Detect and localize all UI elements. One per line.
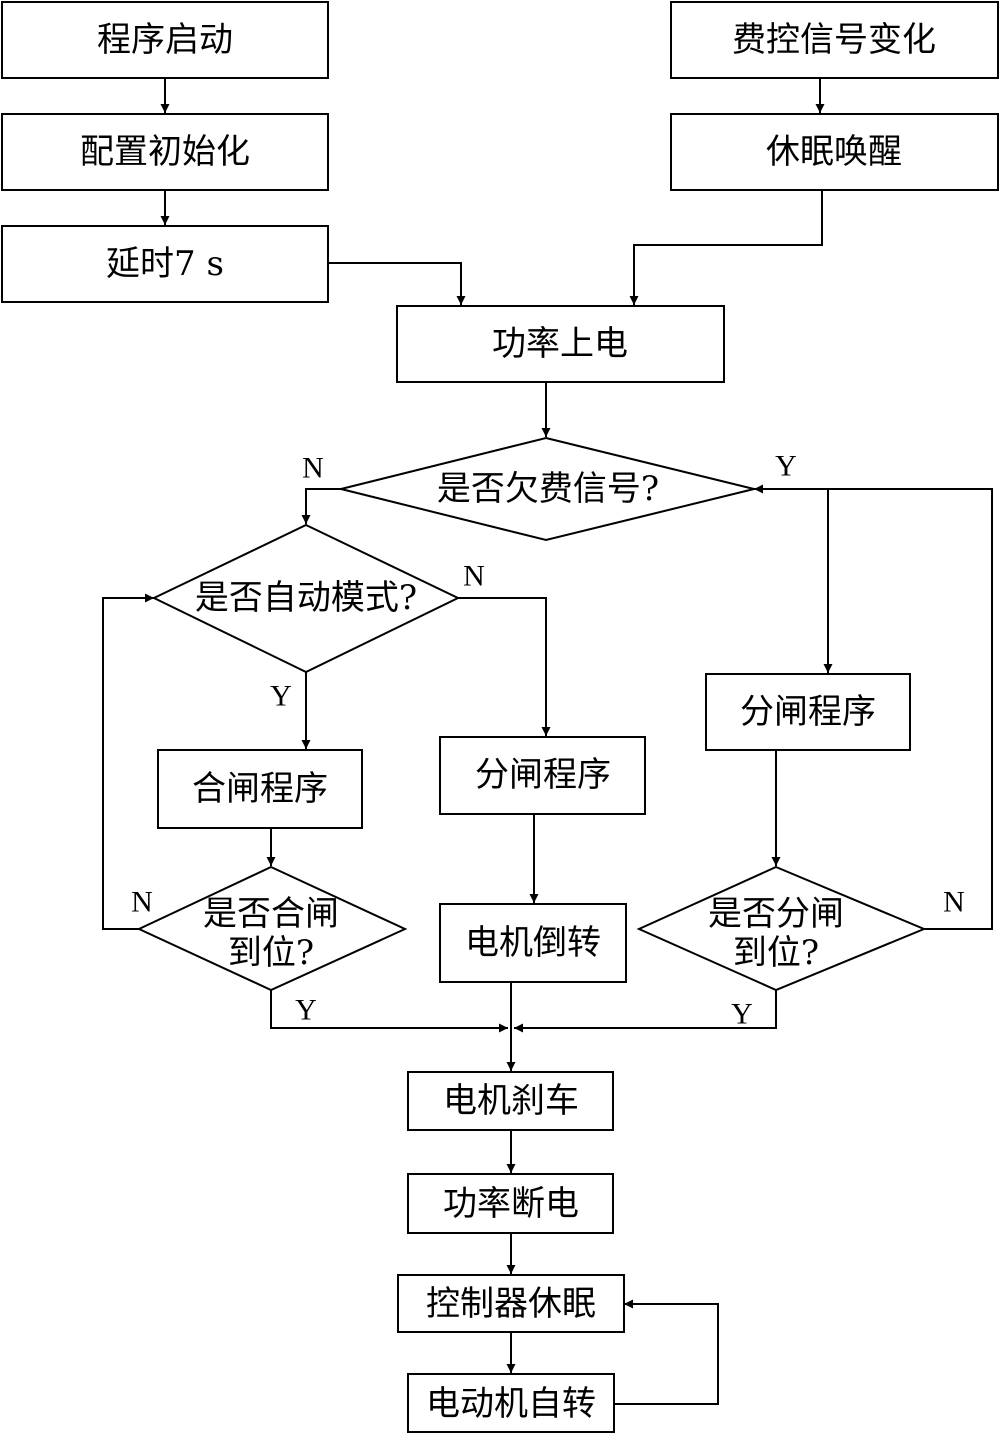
node-motor-reverse-label: 电机倒转 — [465, 923, 601, 963]
node-open-program-mid-label: 分闸程序 — [475, 755, 611, 795]
label-auto-yes: Y — [270, 680, 292, 713]
node-motor-brake-label: 电机刹车 — [443, 1081, 579, 1121]
node-arrears-decision: 是否欠费信号? — [340, 436, 755, 542]
node-motor-self-rotate-label: 电动机自转 — [426, 1384, 596, 1424]
node-open-program-right-label: 分闸程序 — [740, 692, 876, 732]
node-controller-sleep: 控制器休眠 — [397, 1274, 625, 1333]
node-power-off-label: 功率断电 — [443, 1184, 579, 1224]
node-fee-signal-change-label: 费控信号变化 — [732, 20, 936, 60]
label-open-done-yes: Y — [731, 998, 753, 1031]
label-close-done-no: N — [131, 886, 153, 919]
edge-close-done-no-loop — [102, 593, 154, 930]
node-power-on: 功率上电 — [396, 305, 725, 383]
node-open-done-line1: 是否分闸 — [708, 894, 844, 934]
node-close-done-line2: 到位? — [228, 933, 314, 973]
node-auto-mode-decision: 是否自动模式? — [151, 523, 461, 674]
label-arrears-no: N — [302, 452, 324, 485]
node-motor-brake: 电机刹车 — [407, 1071, 614, 1131]
node-close-program: 合闸程序 — [157, 749, 363, 829]
label-auto-no: N — [463, 560, 485, 593]
node-config-init: 配置初始化 — [1, 113, 329, 191]
edge-close-done-yes-to-brake — [270, 990, 508, 1033]
label-arrears-yes: Y — [775, 450, 797, 483]
edge-arrears-no-to-auto — [301, 488, 341, 524]
node-auto-mode-decision-label: 是否自动模式? — [195, 578, 417, 618]
node-motor-reverse: 电机倒转 — [439, 903, 627, 983]
node-power-on-label: 功率上电 — [492, 324, 628, 364]
edge-open-done-no-loop — [754, 484, 993, 930]
node-program-start: 程序启动 — [1, 1, 329, 79]
node-open-program-right: 分闸程序 — [705, 673, 911, 751]
node-fee-signal-change: 费控信号变化 — [670, 1, 999, 79]
edge-wake-to-power-on — [629, 190, 823, 305]
node-close-done-line1: 是否合闸 — [203, 894, 339, 934]
node-config-init-label: 配置初始化 — [80, 132, 250, 172]
node-open-done-line2: 到位? — [733, 933, 819, 973]
label-open-done-no: N — [943, 886, 965, 919]
edge-self-rotate-to-sleep — [614, 1299, 719, 1405]
node-open-done-decision: 是否分闸 到位? — [636, 865, 927, 992]
node-program-start-label: 程序启动 — [97, 20, 233, 60]
node-sleep-wake: 休眠唤醒 — [670, 113, 999, 191]
label-close-done-yes: Y — [295, 994, 317, 1027]
branch-labels: N Y N Y N Y N Y — [131, 450, 965, 1031]
node-close-done-decision: 是否合闸 到位? — [136, 865, 408, 992]
node-power-off: 功率断电 — [407, 1173, 614, 1234]
connectors — [102, 78, 993, 1405]
node-sleep-wake-label: 休眠唤醒 — [766, 132, 902, 172]
edge-auto-no-to-open-mid — [458, 597, 551, 736]
node-delay-label: 延时7 s — [106, 244, 224, 284]
node-close-program-label: 合闸程序 — [192, 769, 328, 809]
node-arrears-decision-label: 是否欠费信号? — [437, 469, 659, 509]
edge-open-done-yes-to-brake — [514, 990, 777, 1033]
edge-delay-to-power-on — [328, 262, 466, 305]
node-motor-self-rotate: 电动机自转 — [407, 1373, 615, 1433]
node-controller-sleep-label: 控制器休眠 — [426, 1284, 596, 1324]
node-delay: 延时7 s — [1, 225, 329, 303]
node-open-program-mid: 分闸程序 — [439, 736, 646, 815]
